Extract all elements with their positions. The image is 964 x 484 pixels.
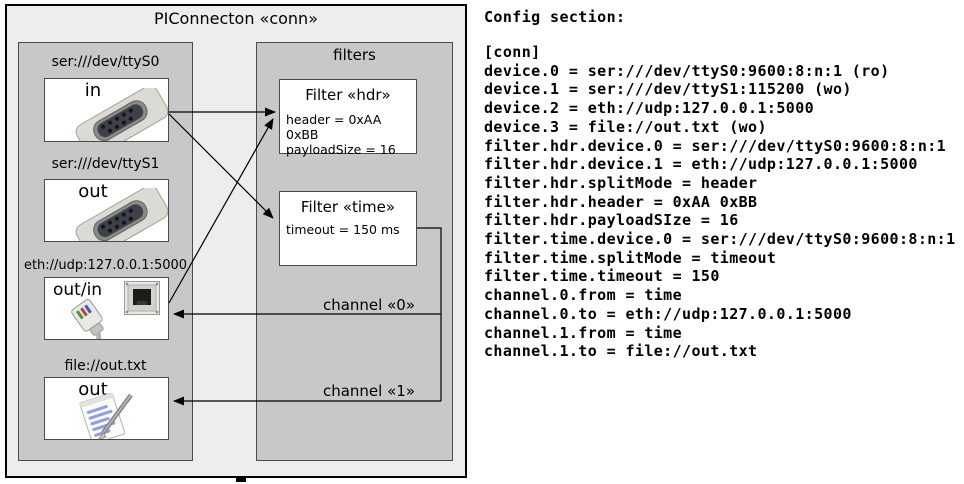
ethernet-jack-icon — [124, 281, 160, 315]
device-label-file: file://out.txt — [64, 358, 147, 374]
ethernet-cable-icon — [71, 299, 104, 339]
device-direction: out — [78, 181, 108, 202]
filter-hdr-title: Filter «hdr» — [305, 86, 391, 104]
filter-box-time: Filter «time» timeout = 150 ms — [279, 191, 417, 266]
device-box-ttyS1: out — [44, 179, 169, 242]
device-box-file: out — [44, 377, 169, 440]
device-label-eth: eth://udp:127.0.0.1:5000 — [23, 258, 188, 273]
device-label-ttyS1: ser:///dev/ttyS1 — [51, 156, 160, 172]
filter-hdr-properties: header = 0xAA 0xBB payloadSize = 16 — [286, 112, 396, 157]
filter-time-title: Filter «time» — [300, 198, 396, 216]
filter-box-hdr: Filter «hdr» header = 0xAA 0xBB payloadS… — [279, 79, 417, 157]
bottom-connector-stub — [236, 476, 246, 482]
diagram-title: PIConnecton «conn» — [154, 9, 318, 28]
config-heading: Config section: — [484, 8, 626, 26]
device-direction: out/in — [53, 280, 103, 300]
channel-0-label: channel «0» — [322, 296, 415, 314]
filters-panel-title: filters — [333, 46, 376, 64]
piconnection-diagram: PIConnecton «conn» ser:///dev/ttyS0 in — [5, 4, 467, 482]
device-label-ttyS0: ser:///dev/ttyS0 — [51, 54, 160, 70]
serial-port-icon — [75, 188, 168, 241]
device-box-eth: out/in — [44, 277, 169, 340]
filters-panel: filters Filter «hdr» header = 0xAA 0xBB … — [256, 42, 453, 461]
channel-1-label: channel «1» — [322, 382, 415, 400]
device-direction: in — [84, 80, 102, 101]
serial-port-icon — [75, 88, 168, 141]
filter-time-properties: timeout = 150 ms — [286, 222, 400, 237]
notepad-icon — [79, 392, 133, 439]
device-box-ttyS0: in — [44, 78, 169, 142]
config-section: Config section: [conn] device.0 = ser://… — [484, 8, 962, 361]
config-lines: [conn] device.0 = ser:///dev/ttyS0:9600:… — [484, 43, 956, 361]
devices-panel: ser:///dev/ttyS0 in ser:///dev/ttyS1 — [18, 42, 193, 461]
device-direction: out — [78, 379, 108, 400]
